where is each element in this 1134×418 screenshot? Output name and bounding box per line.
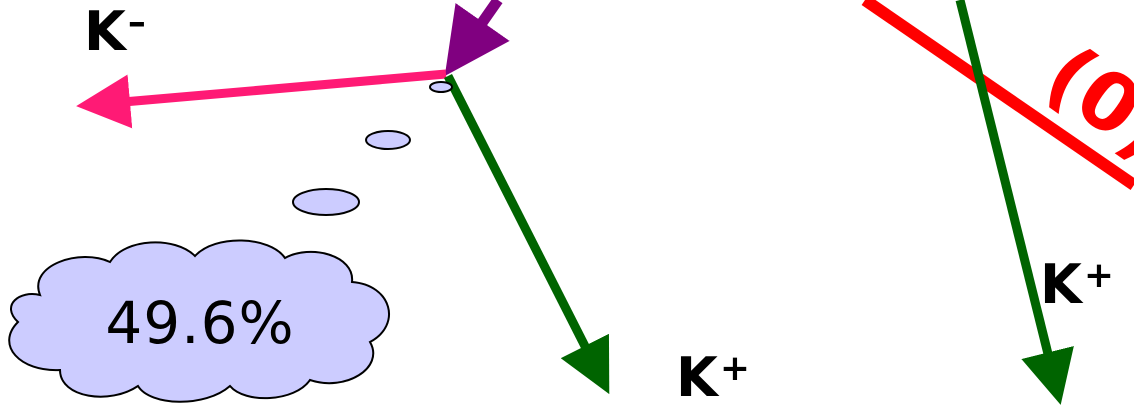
thought-bubble-small — [430, 82, 452, 92]
incoming-particle-arrow — [470, 0, 498, 40]
k-plus-center-charge: + — [720, 348, 750, 389]
k-minus-charge: – — [128, 2, 146, 43]
k-plus-label-center: K+ — [676, 348, 750, 415]
cloud-percentage: 49.6% — [60, 288, 340, 358]
k-plus-arrow-right — [960, 0, 1052, 370]
k-plus-right-charge: + — [1084, 255, 1114, 296]
k-minus-letter: K — [84, 0, 126, 63]
thought-bubble-large — [293, 189, 359, 215]
thought-bubble-medium — [366, 131, 410, 149]
k-plus-arrow-center — [448, 76, 593, 362]
k-minus-label: K– — [84, 2, 146, 69]
k-plus-center-letter: K — [676, 346, 718, 409]
k-minus-arrow — [112, 74, 446, 103]
k-plus-right-letter: K — [1040, 253, 1082, 316]
k-plus-label-right: K+ — [1040, 255, 1114, 322]
